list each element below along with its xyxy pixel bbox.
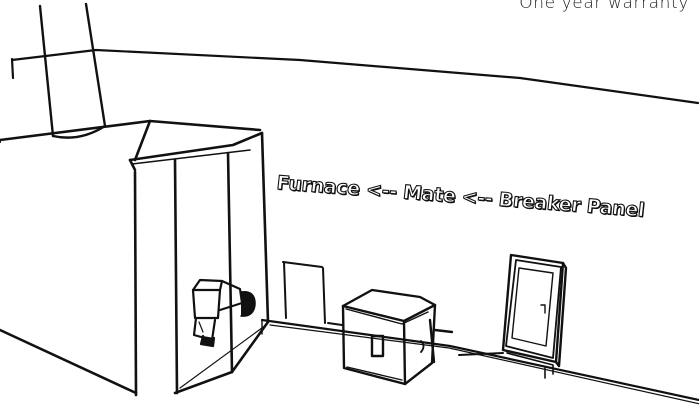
furnace-burner	[193, 280, 255, 346]
room-outline	[0, 50, 699, 404]
conduit-left	[283, 262, 342, 325]
furnace	[0, 121, 268, 395]
warranty-note: One year warranty	[519, 0, 689, 13]
flue-pipe	[40, 4, 105, 138]
